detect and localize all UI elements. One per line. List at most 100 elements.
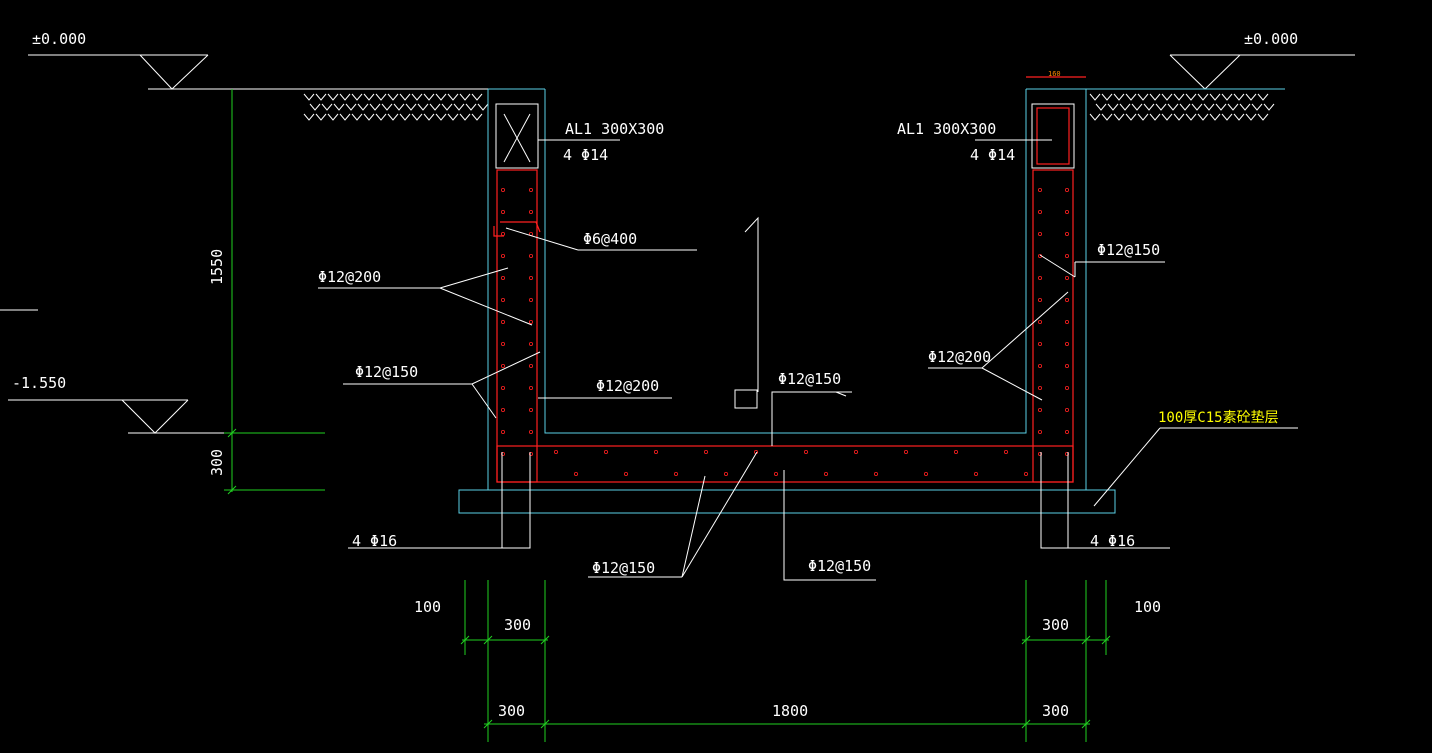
- rebar-dot: [1065, 429, 1070, 434]
- soil-hatch-mark: [1191, 103, 1203, 111]
- rebar-dot: [1038, 363, 1043, 368]
- soil-hatch-mark: [1167, 103, 1179, 111]
- rebar-dot: [804, 449, 809, 454]
- soil-hatch-mark: [387, 93, 399, 101]
- soil-hatch-mark: [1185, 113, 1197, 121]
- soil-hatch-mark: [465, 103, 477, 111]
- soil-hatch-mark: [369, 103, 381, 111]
- dim-height: 1550: [208, 249, 226, 285]
- dimension-tick: [483, 719, 493, 729]
- level-label-bottom-left: -1.550: [12, 374, 66, 392]
- rebar-dot: [1038, 187, 1043, 192]
- soil-hatch-mark: [1221, 113, 1233, 121]
- dimension-tick: [1021, 635, 1031, 645]
- rebar-dot: [954, 449, 959, 454]
- rebar-dot: [1004, 449, 1009, 454]
- soil-hatch-mark: [1125, 113, 1137, 121]
- soil-hatch-mark: [1203, 103, 1215, 111]
- bottom-level-left: -1.550: [0, 309, 232, 434]
- soil-hatch-mark: [357, 103, 369, 111]
- rebar-dot: [1065, 363, 1070, 368]
- soil-hatch-mark: [453, 103, 465, 111]
- dim-left-wall: 300: [504, 616, 531, 634]
- soil-hatch-mark: [1155, 103, 1167, 111]
- soil-hatch-mark: [1107, 103, 1119, 111]
- soil-hatch-mark: [1245, 113, 1257, 121]
- label-left-foot: 4 Φ16: [352, 532, 397, 550]
- rebar-cage: [493, 169, 1074, 483]
- rebar-dot: [604, 449, 609, 454]
- label-base-top: Φ12@150: [778, 370, 841, 388]
- soil-hatch-mark: [399, 93, 411, 101]
- dim-right-total: 300: [1042, 702, 1069, 720]
- soil-hatch-mark: [1227, 103, 1239, 111]
- beam-left: AL1 300X300 4 Φ14: [495, 103, 664, 169]
- rebar-dot: [1038, 429, 1043, 434]
- label-left-wall-outer: Φ12@150: [355, 363, 418, 381]
- dimension-tick: [1101, 635, 1111, 645]
- dimension-tick: [1021, 719, 1031, 729]
- rebar-dot: [500, 319, 505, 324]
- beam-right-name: AL1 300X300: [897, 120, 996, 138]
- rebar-dot: [624, 471, 629, 476]
- soil-hatch-mark: [1101, 113, 1113, 121]
- rebar-dot: [554, 449, 559, 454]
- soil-hatch-mark: [435, 113, 447, 121]
- soil-hatch-mark: [345, 103, 357, 111]
- soil-hatch-mark: [351, 113, 363, 121]
- soil-hatch-mark: [1239, 103, 1251, 111]
- soil-hatch-mark: [1113, 113, 1125, 121]
- soil-hatch-mark: [303, 113, 315, 121]
- soil-hatch-mark: [1209, 113, 1221, 121]
- rebar-dot: [529, 319, 534, 324]
- soil-hatch-mark: [447, 113, 459, 121]
- level-label-top-left: ±0.000: [32, 30, 86, 48]
- soil-hatch-mark: [441, 103, 453, 111]
- soil-hatch-mark: [1197, 113, 1209, 121]
- rebar-dot: [654, 449, 659, 454]
- soil-hatch-mark: [1221, 93, 1233, 101]
- concrete-outline: [458, 88, 1116, 514]
- rebar-dot: [904, 449, 909, 454]
- soil-hatch-mark: [1095, 103, 1107, 111]
- rebar-dot: [1038, 451, 1043, 456]
- rebar-dot: [500, 231, 505, 236]
- rebar-dot: [1065, 209, 1070, 214]
- soil-hatch-mark: [1131, 103, 1143, 111]
- soil-hatch-mark: [363, 93, 375, 101]
- rebar-dot: [529, 275, 534, 280]
- soil-hatch-mark: [309, 103, 321, 111]
- rebar-dot: [774, 471, 779, 476]
- soil-hatch-mark: [1119, 103, 1131, 111]
- label-base-bottom-b: Φ12@150: [808, 557, 871, 575]
- level-label-top-right: ±0.000: [1244, 30, 1298, 48]
- dim-left-total: 300: [498, 702, 525, 720]
- beam-left-rebar: 4 Φ14: [563, 146, 608, 164]
- soil-hatch-mark: [333, 103, 345, 111]
- soil-hatch-mark: [417, 103, 429, 111]
- rebar-dot: [1038, 407, 1043, 412]
- soil-hatch-mark: [1263, 103, 1275, 111]
- soil-hatch-mark: [429, 103, 441, 111]
- rebar-dot: [529, 209, 534, 214]
- soil-hatch-mark: [1149, 93, 1161, 101]
- rebar-dot: [704, 449, 709, 454]
- soil-hatch-mark: [399, 113, 411, 121]
- soil-hatch-mark: [1125, 93, 1137, 101]
- soil-hatch-right: [1089, 93, 1275, 121]
- soil-hatch-mark: [435, 93, 447, 101]
- label-stirrup: Φ6@400: [583, 230, 637, 248]
- dimension-tick: [483, 635, 493, 645]
- rebar-dot: [500, 363, 505, 368]
- soil-hatch-mark: [459, 113, 471, 121]
- rebar-dot: [529, 187, 534, 192]
- rebar-dot: [1065, 187, 1070, 192]
- beam-right-rebar: 4 Φ14: [970, 146, 1015, 164]
- soil-hatch-mark: [1113, 93, 1125, 101]
- soil-hatch-mark: [1233, 93, 1245, 101]
- soil-hatch-mark: [393, 103, 405, 111]
- soil-hatch-mark: [375, 113, 387, 121]
- rebar-dot: [500, 385, 505, 390]
- rebar-dot: [1038, 275, 1043, 280]
